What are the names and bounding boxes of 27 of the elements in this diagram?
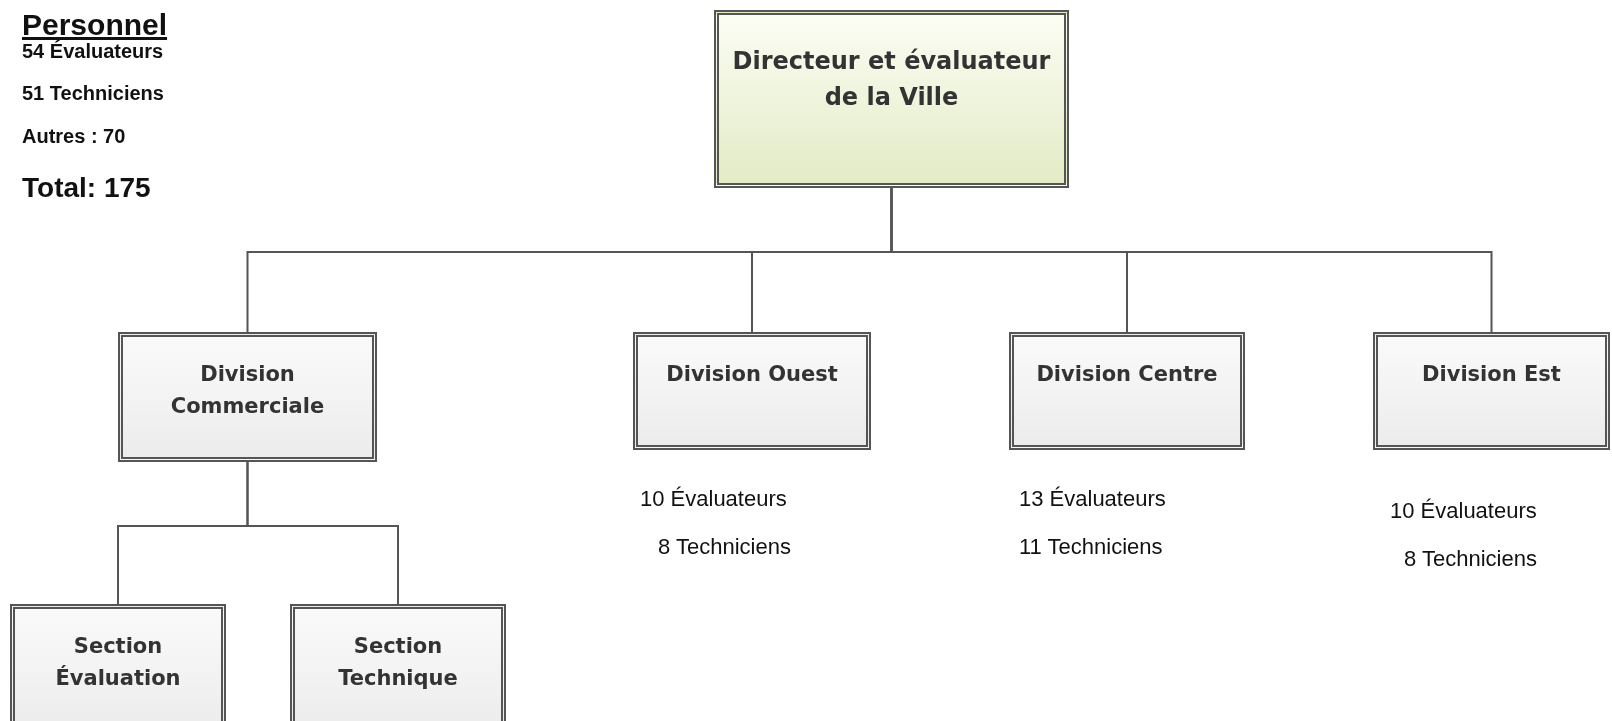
staff-count: 8 Techniciens [1404, 546, 1537, 572]
org-box [10, 604, 226, 721]
section-heading: Personnel [22, 8, 168, 41]
org-box [1373, 332, 1610, 450]
staff-count: 10 Évaluateurs [640, 486, 787, 512]
box-title: Division Est [1422, 361, 1561, 388]
org-box [633, 332, 871, 450]
staff-count: 10 Évaluateurs [1390, 498, 1537, 524]
staff-total: 51 Techniciens [22, 82, 164, 105]
staff-total: Total: 175 [22, 172, 151, 204]
org-box [1009, 332, 1245, 450]
org-box [714, 10, 1069, 188]
org-box [118, 332, 377, 462]
org-box [290, 604, 506, 721]
staff-count: 11 Techniciens [1019, 534, 1163, 560]
box-title: Division Commerciale [169, 361, 326, 420]
box-title: Division Ouest [666, 361, 838, 388]
staff-count: 8 Techniciens [658, 534, 791, 560]
box-title: Division Centre [1036, 361, 1218, 388]
connector-line [246, 461, 399, 605]
box-title: Section Évaluation [54, 633, 182, 692]
box-title: Directeur et évaluateur de la Ville [731, 46, 1052, 113]
connector-line [890, 187, 1493, 333]
staff-count: 13 Évaluateurs [1019, 486, 1166, 512]
staff-total: 54 Évaluateurs [22, 40, 164, 63]
box-title: Section Technique [337, 633, 459, 692]
staff-total: Autres : 70 [22, 125, 126, 148]
